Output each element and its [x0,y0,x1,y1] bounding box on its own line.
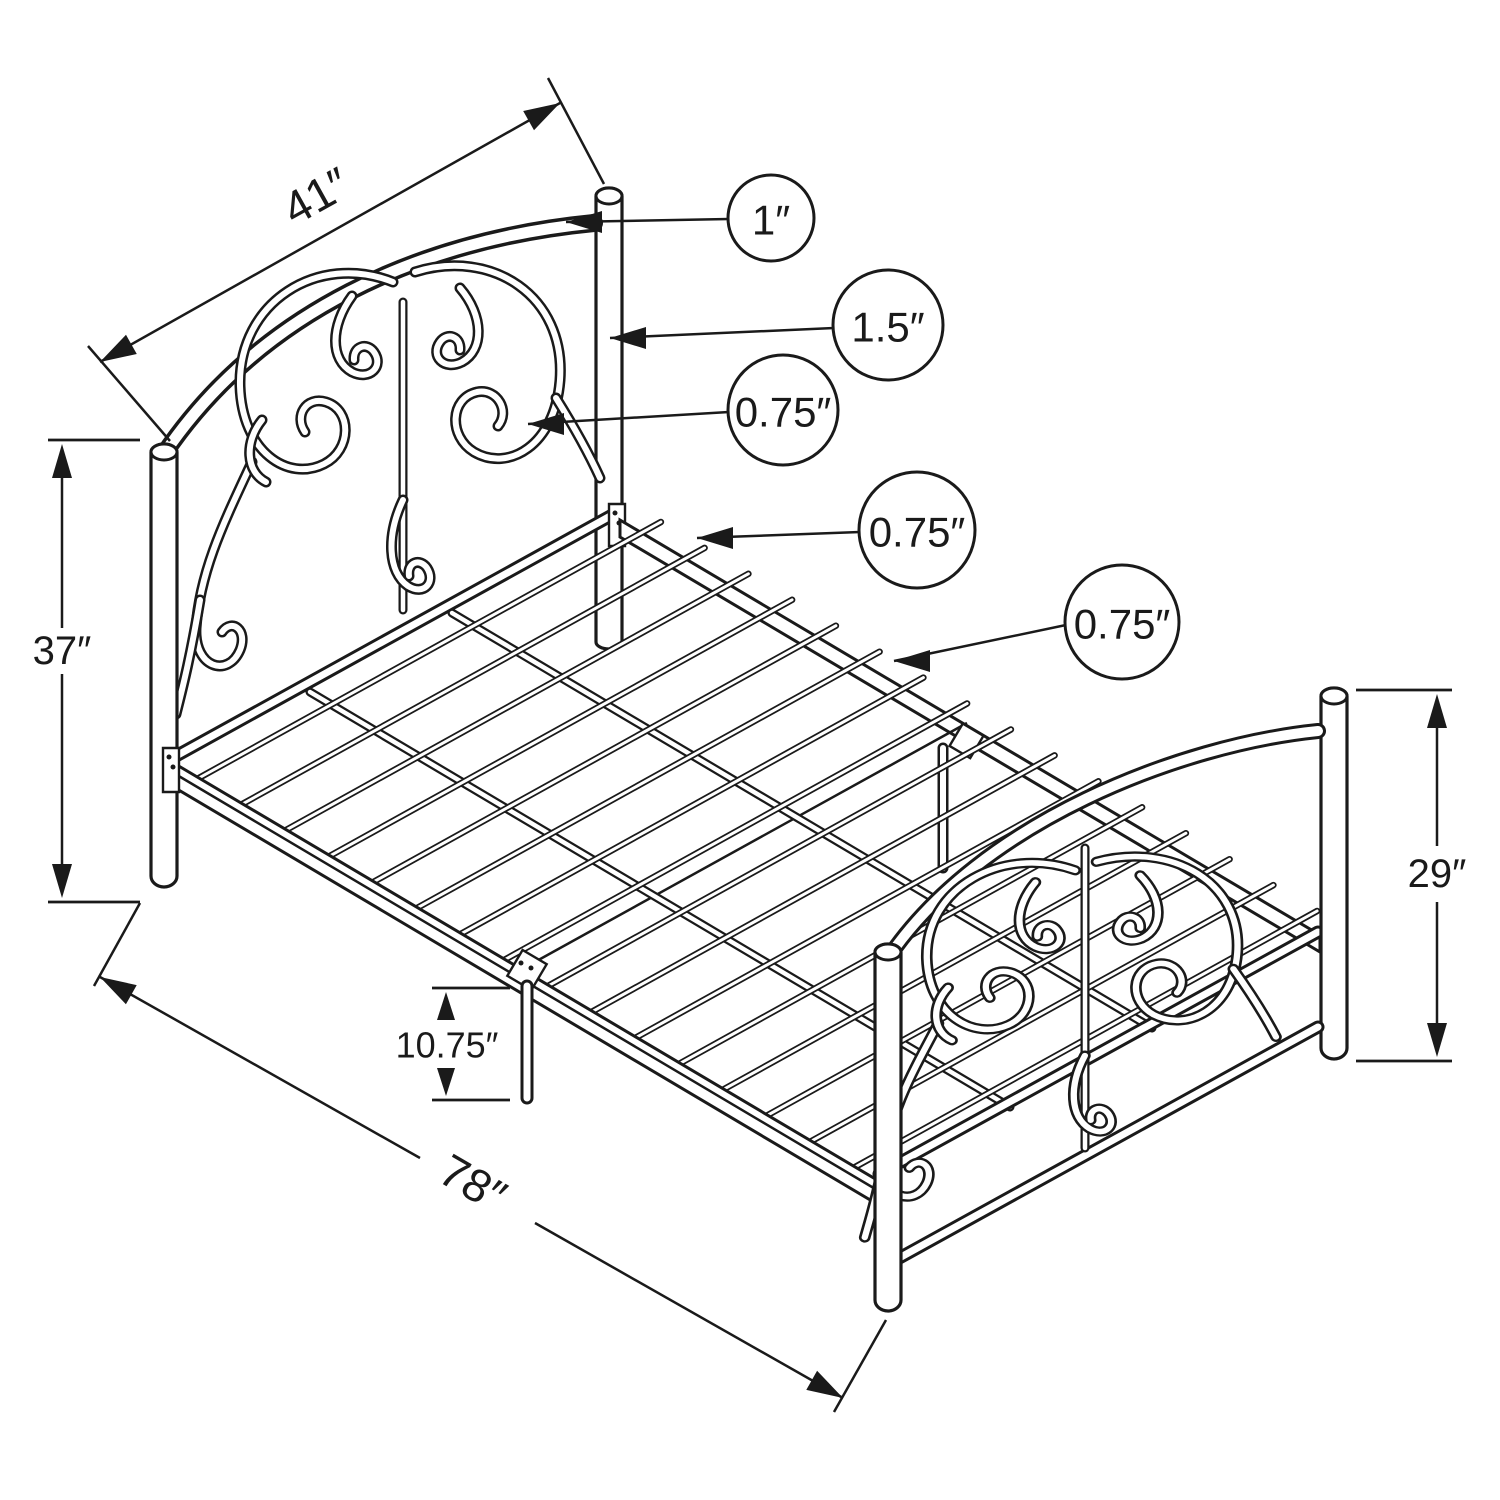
headboard [149,186,624,889]
extension-line [87,345,171,442]
callout-slat-tube: 0.75″ [696,470,977,590]
footboard-front-post-cap [873,942,903,962]
slat [459,676,925,936]
slat [634,779,1100,1039]
slat [241,546,707,806]
callout-post-diameter: 1″ [565,173,816,263]
footboard-rear-post-cap [1319,686,1349,706]
callout-leg-diameter: 1.5″ [609,268,945,382]
callout-rail-tube: 0.75″ [893,563,1181,681]
extension-line [92,902,142,987]
slat [591,753,1057,1013]
dim-footboard-height: 29″ [1356,688,1467,1063]
callout-post-diameter-label: 1″ [752,197,790,244]
slat [328,598,794,858]
foot-end-rail [875,928,1322,1178]
extension-line [546,77,606,185]
headboard-bottom-rail [172,510,618,760]
arrowhead [523,103,560,131]
footboard-bottom-rail [888,1023,1322,1266]
slat [547,728,1013,987]
headboard-arch-rail [155,214,603,463]
dimension-line [534,1221,844,1400]
headboard-rear-post-cap [594,186,624,206]
footboard-front-post [873,942,903,1313]
slat [372,624,838,884]
footboard-rear-post [1319,686,1349,1061]
dim-headboard-width: 41″ [87,77,606,442]
dimension-line [99,975,421,1160]
slat [503,702,969,961]
dim-footboard-height-label: 29″ [1408,852,1467,896]
slat [197,520,663,780]
footboard-arch-rail [883,726,1323,963]
dim-headboard-height: 37″ [33,438,140,904]
slat [416,650,882,910]
headboard-scrollwork [170,260,606,720]
callout-rail-tube-label: 0.75″ [1074,601,1171,648]
dimension-line [99,101,561,364]
slat [722,831,1188,1091]
front-rail-bracket [161,746,181,794]
deck-seam [523,721,968,970]
footboard [858,686,1349,1313]
callout-scroll-tube: 0.75″ [527,353,840,467]
dim-bed-length: 78″ [92,902,888,1413]
dim-headboard-height-label: 37″ [33,629,92,673]
slat [284,572,750,832]
dim-clearance-label: 10.75″ [396,1025,499,1066]
dim-under-frame-clearance: 10.75″ [396,986,510,1102]
callout-slat-tube-label: 0.75″ [869,509,966,556]
headboard-arch-rail [158,217,600,460]
headboard-front-post-cap [149,442,179,462]
long-bar-2 [449,610,1155,1031]
callout-scroll-tube-label: 0.75″ [735,389,832,436]
callout-leg-diameter-label: 1.5″ [851,304,924,351]
arrowhead [100,334,137,362]
dim-bed-length-label: 78″ [431,1144,515,1223]
headboard-front-post [149,442,179,889]
